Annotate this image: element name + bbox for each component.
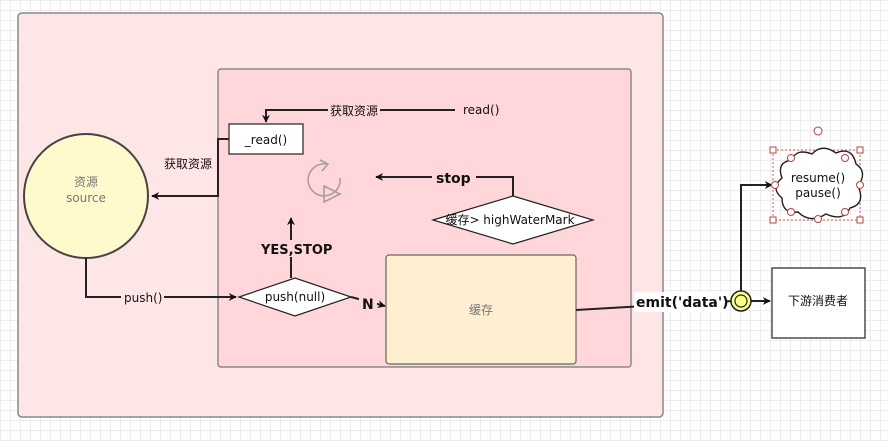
- emit-data-label: emit('data'): [636, 295, 729, 311]
- consumer-box: [771, 267, 866, 339]
- emit-endpoint-inner: [734, 294, 748, 308]
- buffer-label: 缓存: [469, 303, 493, 317]
- fetch-label-side-bg: [161, 155, 217, 171]
- yes-stop-label: YES,STOP: [260, 243, 332, 258]
- no-label: N: [362, 297, 374, 313]
- yes-stop-label-bg: [258, 240, 328, 257]
- fetch-arrow-side: [151, 138, 229, 200]
- read-internal-label: _read(): [244, 133, 287, 147]
- fetch-label-top: 获取资源: [330, 104, 378, 118]
- push-arrow: [85, 258, 237, 301]
- cloud-connection-points[interactable]: [771, 126, 864, 223]
- fetch-arrow-top: [262, 109, 328, 123]
- stop-arrow: [375, 173, 514, 196]
- consumer-label: 下游消费者: [788, 294, 848, 308]
- cloud-resize-handles[interactable]: [769, 146, 864, 224]
- resume-label: resume(): [791, 171, 845, 185]
- read-call-label: read(): [463, 103, 499, 117]
- push-label: push(): [124, 291, 162, 305]
- source-label-cn: 资源: [74, 175, 98, 189]
- stop-label-bg: [432, 168, 476, 186]
- push-label-bg: [121, 289, 164, 305]
- pause-label: pause(): [795, 186, 841, 200]
- control-arrow: [740, 181, 773, 291]
- resume-pause-cloud[interactable]: [775, 147, 864, 220]
- push-null-label: push(null): [265, 290, 325, 304]
- stop-label: stop: [436, 171, 471, 187]
- read-internal-box: [228, 123, 304, 155]
- loop-icon: [307, 159, 342, 204]
- fetch-label-side: 获取资源: [164, 157, 212, 171]
- high-water-mark-label: 缓存> highWaterMark: [445, 213, 574, 227]
- no-label-bg: [359, 294, 377, 312]
- source-label-en: source: [66, 191, 106, 205]
- emit-label-bg: [634, 292, 726, 312]
- high-water-mark-decision: [430, 195, 596, 245]
